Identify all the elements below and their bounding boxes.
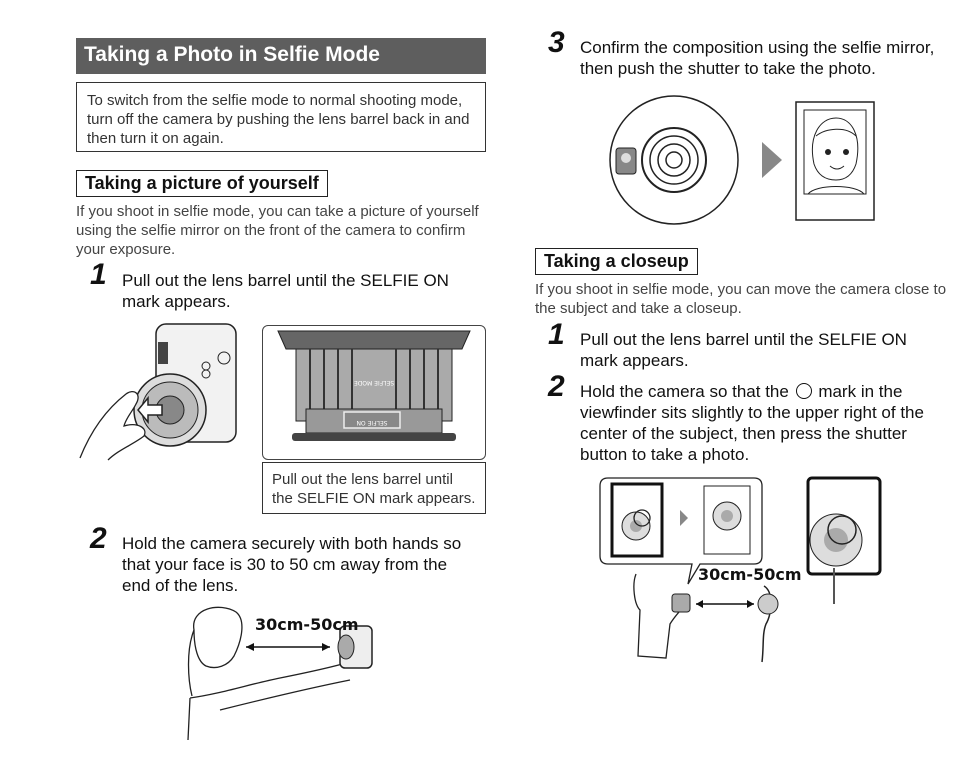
section-title: Taking a Photo in Selfie Mode: [76, 38, 486, 74]
step-number: 2: [90, 522, 107, 555]
selfie-mirror-illustration: [609, 95, 875, 225]
lens-barrel-illustration: SELFIE MODE SELFIE ON: [277, 330, 471, 441]
step-text-after: mark in the viewfinder sits slightly to …: [580, 382, 924, 464]
circle-mark-icon: [795, 383, 812, 399]
step-text: Pull out the lens barrel until the SELFI…: [122, 271, 449, 311]
selfie-on-label: SELFIE ON: [356, 419, 387, 426]
step-number: 3: [548, 26, 565, 59]
step-number: 1: [90, 258, 107, 291]
closeup-distance-label: 30cm-50cm: [698, 565, 801, 584]
closeup-illustration: 30cm-50cm: [599, 476, 882, 663]
subheading-closeup: Taking a closeup: [535, 248, 698, 275]
distance-label: 30cm-50cm: [255, 615, 358, 634]
selfie-intro: If you shoot in selfie mode, you can tak…: [76, 203, 479, 258]
camera-hand-illustration: [79, 323, 237, 461]
step-text: Pull out the lens barrel until the SELFI…: [580, 330, 907, 370]
step-text: Hold the camera securely with both hands…: [122, 534, 462, 595]
step-text-before: Hold the camera so that the: [580, 382, 789, 401]
lens-caption: Pull out the lens barrel until the SELFI…: [262, 462, 486, 514]
step-text: Confirm the composition using the selfie…: [580, 38, 935, 78]
subheading-selfie: Taking a picture of yourself: [76, 170, 328, 197]
selfie-mode-label: SELFIE MODE: [354, 379, 394, 386]
closeup-intro: If you shoot in selfie mode, you can mov…: [535, 281, 947, 317]
step-text: Hold the camera so that the mark in the …: [580, 381, 948, 465]
selfie-pose-illustration: 30cm-50cm: [187, 606, 373, 741]
step-number: 1: [548, 318, 565, 351]
note-box: To switch from the selfie mode to normal…: [76, 82, 486, 152]
step-number: 2: [548, 370, 565, 403]
